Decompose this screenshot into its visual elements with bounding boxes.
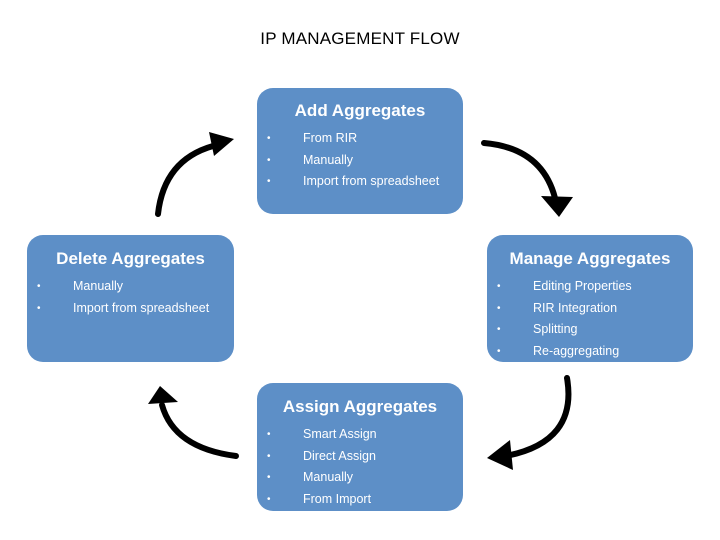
assign-aggregates-title: Assign Aggregates (282, 397, 438, 416)
bullet-icon: • (267, 154, 271, 166)
assign-aggregates-list: •Smart Assign •Direct Assign •Manually •… (257, 424, 463, 510)
bullet-icon: • (267, 133, 271, 144)
bullet-icon: • (497, 302, 501, 314)
arrow-add-to-manage-icon (481, 140, 573, 217)
list-item: •Import from spreadsheet (257, 171, 463, 193)
bullet-icon: • (267, 493, 271, 505)
bullet-icon: • (267, 472, 271, 483)
list-item: •RIR Integration (487, 298, 693, 320)
arrow-assign-to-delete-icon (148, 386, 239, 459)
list-item: •Smart Assign (257, 424, 463, 446)
list-item: •Editing Properties (487, 276, 693, 298)
bullet-icon: • (497, 345, 501, 357)
list-item: •Manually (257, 150, 463, 172)
arrow-delete-to-add-icon (155, 132, 234, 217)
list-item: •Direct Assign (257, 446, 463, 468)
list-item: •Manually (257, 467, 463, 489)
list-item: •Re-aggregating (487, 341, 693, 363)
assign-aggregates-box: Assign Aggregates •Smart Assign •Direct … (257, 383, 463, 511)
list-item: •Manually (27, 276, 234, 298)
delete-aggregates-box: Delete Aggregates •Manually •Import from… (27, 235, 234, 362)
list-item: •From Import (257, 489, 463, 511)
manage-aggregates-list: •Editing Properties •RIR Integration •Sp… (487, 276, 693, 362)
bullet-icon: • (37, 302, 41, 314)
add-aggregates-title: Add Aggregates (294, 101, 426, 120)
add-aggregates-list: •From RIR •Manually •Import from spreads… (257, 128, 463, 193)
bullet-icon: • (497, 281, 501, 292)
delete-aggregates-list: •Manually •Import from spreadsheet (27, 276, 234, 319)
bullet-icon: • (267, 450, 271, 462)
add-aggregates-box: Add Aggregates •From RIR •Manually •Impo… (257, 88, 463, 214)
delete-aggregates-title: Delete Aggregates (56, 249, 205, 268)
bullet-icon: • (267, 176, 271, 187)
list-item: •From RIR (257, 128, 463, 150)
bullet-icon: • (37, 281, 41, 292)
bullet-icon: • (497, 324, 501, 335)
list-item: •Splitting (487, 319, 693, 341)
arrow-manage-to-assign-icon (487, 375, 572, 470)
page-title: IP MANAGEMENT FLOW (260, 29, 460, 48)
manage-aggregates-box: Manage Aggregates •Editing Properties •R… (487, 235, 693, 362)
list-item: •Import from spreadsheet (27, 298, 234, 320)
bullet-icon: • (267, 429, 271, 440)
manage-aggregates-title: Manage Aggregates (509, 249, 671, 268)
